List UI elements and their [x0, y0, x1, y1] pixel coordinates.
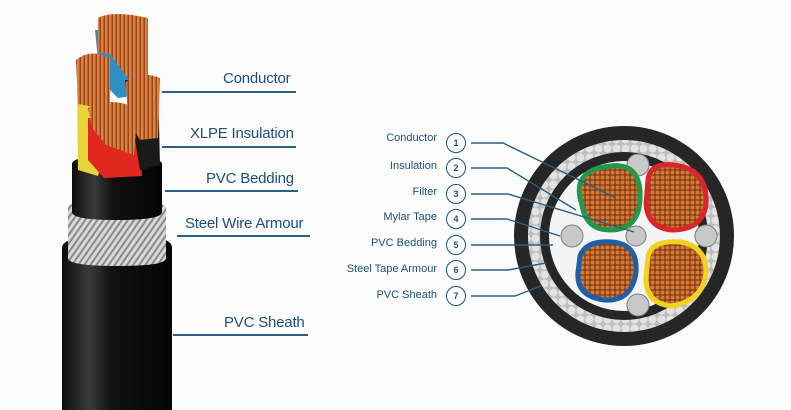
leader-line-steel-wire-armour — [177, 235, 310, 237]
callout-number-1: 1 — [446, 133, 466, 153]
leader-line-4 — [471, 218, 561, 237]
core-green — [576, 163, 643, 233]
callout-number-2: 2 — [446, 158, 466, 178]
core-blue — [575, 239, 639, 303]
callout-label-mylar-tape: Mylar Tape — [383, 211, 437, 223]
callout-label-pvc-sheath: PVC Sheath — [376, 289, 437, 301]
filler-right — [694, 224, 718, 248]
label-steel-wire-armour: Steel Wire Armour — [185, 215, 304, 232]
leader-line-1 — [471, 142, 617, 199]
leader-line-pvc-sheath — [173, 334, 308, 336]
label-pvc-bedding: PVC Bedding — [206, 170, 294, 187]
leader-line-3 — [471, 193, 635, 233]
leader-line-7 — [471, 285, 542, 297]
label-conductor: Conductor — [223, 70, 291, 87]
leader-line-xlpe-insulation — [162, 146, 296, 148]
filler-center — [625, 225, 647, 247]
callout-label-conductor: Conductor — [386, 132, 437, 144]
callout-label-pvc-bedding: PVC Bedding — [370, 237, 437, 249]
callout-label-insulation: Insulation — [389, 160, 437, 172]
callout-number-6: 6 — [446, 260, 466, 280]
leader-line-conductor — [162, 91, 296, 93]
callout-number-5: 5 — [446, 235, 466, 255]
core-red — [643, 162, 709, 233]
callout-number-3: 3 — [446, 184, 466, 204]
label-xlpe-insulation: XLPE Insulation — [190, 125, 294, 142]
leader-line-2 — [471, 167, 577, 211]
conductor-strand-top — [98, 14, 148, 88]
pvc-sheath-shape — [62, 238, 172, 410]
cable-cutaway-illustration — [62, 14, 172, 410]
filler-bottom — [626, 293, 650, 317]
callout-number-4: 4 — [446, 209, 466, 229]
conductor-strand-left — [76, 53, 110, 110]
label-pvc-sheath: PVC Sheath — [224, 314, 305, 331]
core-yellow — [643, 239, 709, 309]
filler-left — [560, 224, 584, 248]
leader-line-6 — [471, 262, 547, 271]
conductor-strand-front — [88, 102, 138, 155]
callout-number-7: 7 — [446, 286, 466, 306]
callout-label-steel-tape-armour: Steel Tape Armour — [346, 263, 437, 275]
callout-label-filter: Filter — [412, 186, 437, 198]
leader-line-pvc-bedding — [165, 190, 298, 192]
